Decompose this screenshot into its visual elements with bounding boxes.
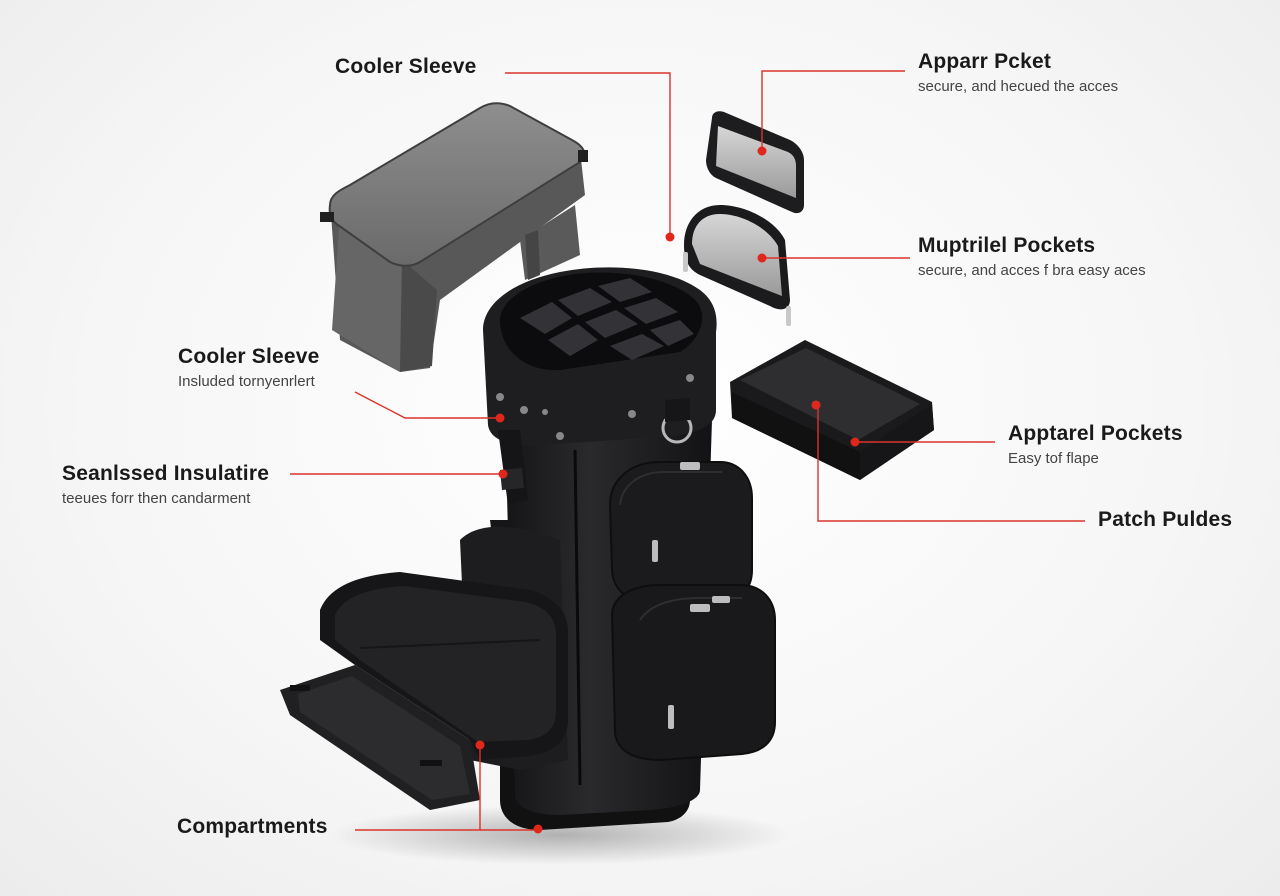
label-subtitle: Easy tof flape bbox=[1008, 450, 1183, 467]
dot-compartments-base bbox=[534, 825, 543, 834]
label-title: Apparr Pcket bbox=[918, 50, 1118, 74]
label-subtitle: secure, and hecued the acces bbox=[918, 78, 1118, 95]
label-title: Cooler Sleeve bbox=[335, 55, 477, 79]
label-apparel-pockets-right: Apptarel Pockets Easy tof flape bbox=[1008, 422, 1183, 467]
label-apparel-pocket-top: Apparr Pcket secure, and hecued the acce… bbox=[918, 50, 1118, 95]
label-compartments: Compartments bbox=[177, 815, 328, 839]
label-subtitle: Insluded tornyenrlert bbox=[178, 373, 320, 390]
dot-cooler-sleeve-left bbox=[496, 414, 505, 423]
label-title: Seanlssed Insulatire bbox=[62, 462, 269, 486]
apparel-pouch-top bbox=[706, 111, 804, 213]
label-seamless-insulation: Seanlssed Insulatire teeues forr then ca… bbox=[62, 462, 269, 507]
label-title: Muptrilel Pockets bbox=[918, 234, 1146, 258]
apparel-tray-right bbox=[730, 340, 934, 480]
label-subtitle: secure, and acces f bra easy aces bbox=[918, 262, 1146, 279]
label-multiple-pockets: Muptrilel Pockets secure, and acces f br… bbox=[918, 234, 1146, 279]
label-title: Patch Puldes bbox=[1098, 508, 1232, 532]
dot-apparel-tray bbox=[812, 401, 821, 410]
label-cooler-sleeve-top: Cooler Sleeve bbox=[335, 55, 477, 79]
dot-cooler-sleeve-top bbox=[666, 233, 675, 242]
label-title: Cooler Sleeve bbox=[178, 345, 320, 369]
label-cooler-sleeve-left: Cooler Sleeve Insluded tornyenrlert bbox=[178, 345, 320, 390]
dot-apparel-pockets-right bbox=[851, 438, 860, 447]
leader-cooler-sleeve-left bbox=[355, 392, 500, 418]
label-patch-pulls: Patch Puldes bbox=[1098, 508, 1232, 532]
label-title: Apptarel Pockets bbox=[1008, 422, 1183, 446]
dot-compartments-tray bbox=[476, 741, 485, 750]
label-title: Compartments bbox=[177, 815, 328, 839]
dot-apparel-pocket-top bbox=[758, 147, 767, 156]
label-subtitle: teeues forr then candarment bbox=[62, 490, 269, 507]
dot-multiple-pockets bbox=[758, 254, 767, 263]
dot-seamless-insulation bbox=[499, 470, 508, 479]
